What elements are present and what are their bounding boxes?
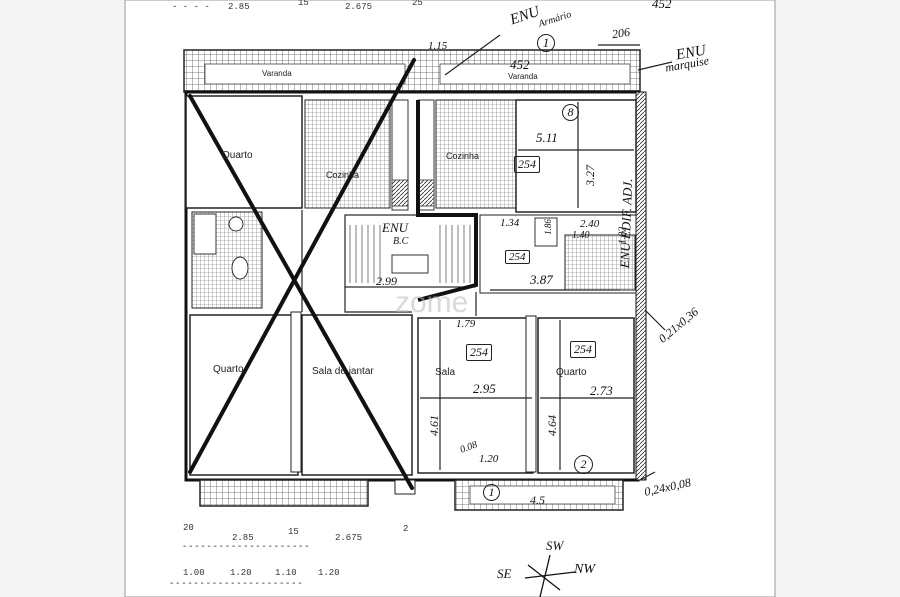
compass-sw: SW [546,538,564,553]
dim-bottom-2-a: 1.00 [183,568,205,578]
dim-206: 206 [611,24,631,42]
kitchen-right-tiles [435,99,517,209]
bedroom-bottom-left [189,314,299,476]
room-label-sala-jantar: Sala de jantar [312,366,374,377]
dim-179: 1.79 [456,318,476,330]
bathtub [193,213,217,255]
dim-top-3: 2.675 [345,2,373,12]
room-label-varanda-right: Varanda [508,72,538,81]
dim-top-dashes: - - - - [172,2,210,12]
annotation-stair-bc: B.C [393,236,409,247]
room-label-cozinha-right: Cozinha [446,151,480,161]
dining-room [301,314,413,476]
arrow-enu-marquise [637,61,673,71]
dim-top-1: 2.85 [228,2,250,12]
dim-bottom-ticks-2: - - - - - - - - - - - - - - - - - - - - … [170,578,302,589]
dim-295: 2.95 [473,381,496,396]
code-254-kitchen: 254 [514,156,540,173]
dim-452-top: 452 [652,0,672,11]
code-254-quarto: 254 [570,341,596,358]
bath-right [564,234,636,291]
dim-115: 1.15 [428,40,448,52]
room-label-quarto-top: Quarto [222,150,253,161]
kitchen-left-tiles [304,99,391,209]
living-room [417,317,534,474]
basin [228,216,244,232]
dim-464: 4.64 [545,415,559,436]
dim-511: 5.11 [536,130,558,145]
dim-bottom-ticks-1: - - - - - - - - - - - - - - - - - - - - … [183,541,309,552]
dim-299: 2.99 [376,274,397,288]
room-label-sala: Sala [435,367,456,378]
dim-bottom-2-b: 1.20 [230,568,252,578]
dim-273: 2.73 [590,383,613,398]
code-254-hall: 254 [505,250,530,264]
dim-186: 1.86 [542,219,553,235]
balcony-top-inner-right [439,63,631,85]
bedroom-bottom-right [537,317,635,474]
dim-134: 1.34 [500,217,520,229]
arrow-vent-2 [639,471,656,481]
room-label-quarto-right: Quarto [556,367,587,378]
compass-se: SE [497,566,512,581]
compass-nw: NW [574,562,595,577]
dim-bottom-1-a: 20 [183,523,194,533]
dim-120: 1.20 [479,453,499,465]
enu-boundary-line [416,100,478,302]
annotation-enu-stair: ENU [382,220,408,235]
dim-bottom-1-d: 2.675 [335,533,363,543]
dim-240: 2.40 [580,218,600,230]
circled-8: 8 [562,104,579,121]
room-label-varanda-left: Varanda [262,69,292,78]
dim-140: 1.40 [572,230,590,241]
dim-top-4: 25 [412,0,423,8]
dim-bottom-1-c: 15 [288,527,299,537]
stairwell [344,214,476,288]
dim-182: 1.82 [617,226,629,245]
dim-45: 4.5 [530,493,545,507]
room-label-quarto-left: Quarto [213,364,244,375]
balcony-bottom-left [199,479,369,507]
circled-2: 2 [574,455,593,474]
watermark: zome [395,286,468,319]
closet-right [534,217,558,247]
dim-bottom-1-b: 2.85 [232,533,254,543]
arrow-vent-1 [644,309,666,331]
dim-bottom-1-e: 2 [403,524,409,534]
circled-1-bottom: 1 [483,484,500,501]
dim-bottom-2-c: 1.10 [275,568,297,578]
balcony-top-inner-left [204,63,406,85]
dim-top-2: 15 [298,0,309,8]
stove-right [417,179,435,207]
toilet [231,256,249,280]
dim-387: 3.87 [530,272,553,287]
right-wall-hatch [635,91,647,481]
dim-461: 4.61 [427,415,441,436]
cross-out-line-2 [188,58,416,474]
wall-pillar-2 [525,315,537,473]
code-254-sala: 254 [466,344,492,361]
dim-bottom-2-d: 1.20 [318,568,340,578]
arrow-enu-armario [444,34,501,76]
room-label-cozinha-left: Cozinha [326,170,360,180]
compass-line-3 [524,571,576,579]
stove-left [391,179,409,207]
wall-pillar-1 [290,311,302,473]
annotation-enu-edif: ENU EDIF. ADJ. [617,178,636,269]
cross-out-line-1 [188,94,414,490]
dim-327: 3.27 [583,165,597,186]
balcony-bottom-right-inner [469,485,616,505]
dim-452-balcony: 452 [510,57,530,72]
stair-landing [391,254,429,274]
circled-1-top: 1 [537,34,555,52]
